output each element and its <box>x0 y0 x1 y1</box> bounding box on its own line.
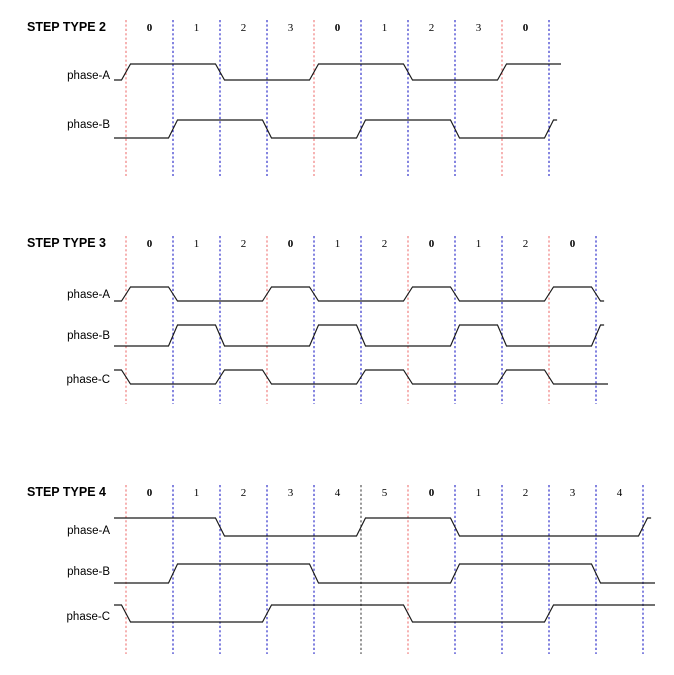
waveform-step-type-4-phase-C <box>114 604 655 623</box>
step-number-8: 2 <box>523 238 529 250</box>
timing-diagram-1: STEP TYPE 2 0 1 2 3 0 1 2 3 0 phase-A phase-B <box>27 20 561 176</box>
timing-diagram-2: STEP TYPE 3 0 1 2 0 1 2 0 1 2 0 phase-A phase-B phase… <box>27 236 608 404</box>
waveform-step-type-2-phase-B <box>114 119 558 139</box>
step-number-3: 3 <box>288 22 294 34</box>
step-number-7: 1 <box>476 238 482 250</box>
phase-label-phase-C: phase-C <box>67 611 110 623</box>
step-number-9: 3 <box>570 487 576 499</box>
section-title-1: STEP TYPE 2 <box>27 20 106 34</box>
step-number-0: 0 <box>147 487 153 499</box>
section-title-2: STEP TYPE 3 <box>27 236 106 250</box>
step-number-2: 2 <box>241 238 247 250</box>
step-number-2: 2 <box>241 487 247 499</box>
timing-diagram-3: STEP TYPE 4 0 1 2 3 4 5 0 1 2 3 4 phase-A phase-B phas… <box>27 485 655 654</box>
waveform-step-type-3-phase-A <box>114 286 605 302</box>
waveform-step-type-3-phase-C <box>114 369 608 385</box>
section-title-3: STEP TYPE 4 <box>27 485 106 499</box>
step-number-6: 0 <box>429 238 435 250</box>
step-number-5: 1 <box>382 22 388 34</box>
step-number-0: 0 <box>147 22 153 34</box>
phase-label-phase-B: phase-B <box>67 566 110 578</box>
step-number-7: 1 <box>476 487 482 499</box>
step-number-9: 0 <box>570 238 576 250</box>
phase-label-phase-A: phase-A <box>67 289 110 301</box>
phase-label-phase-B: phase-B <box>67 119 110 131</box>
step-number-5: 5 <box>382 487 388 499</box>
step-number-4: 4 <box>335 487 341 499</box>
step-number-8: 2 <box>523 487 529 499</box>
step-number-3: 3 <box>288 487 294 499</box>
step-number-4: 0 <box>335 22 341 34</box>
waveform-step-type-2-phase-A <box>114 63 561 81</box>
phase-label-phase-A: phase-A <box>67 70 110 82</box>
step-number-6: 0 <box>429 487 435 499</box>
step-number-10: 4 <box>617 487 623 499</box>
step-number-4: 1 <box>335 238 341 250</box>
step-number-1: 1 <box>194 22 200 34</box>
waveform-step-type-4-phase-B <box>114 563 655 584</box>
step-number-2: 2 <box>241 22 247 34</box>
waveform-step-type-4-phase-A <box>114 517 652 537</box>
step-number-3: 0 <box>288 238 294 250</box>
step-number-0: 0 <box>147 238 153 250</box>
phase-label-phase-A: phase-A <box>67 525 110 537</box>
step-number-8: 0 <box>523 22 529 34</box>
waveform-step-type-3-phase-B <box>114 324 605 347</box>
step-number-7: 3 <box>476 22 482 34</box>
phase-label-phase-C: phase-C <box>67 374 110 386</box>
step-number-1: 1 <box>194 238 200 250</box>
step-number-1: 1 <box>194 487 200 499</box>
step-number-6: 2 <box>429 22 435 34</box>
phase-label-phase-B: phase-B <box>67 330 110 342</box>
step-number-5: 2 <box>382 238 388 250</box>
